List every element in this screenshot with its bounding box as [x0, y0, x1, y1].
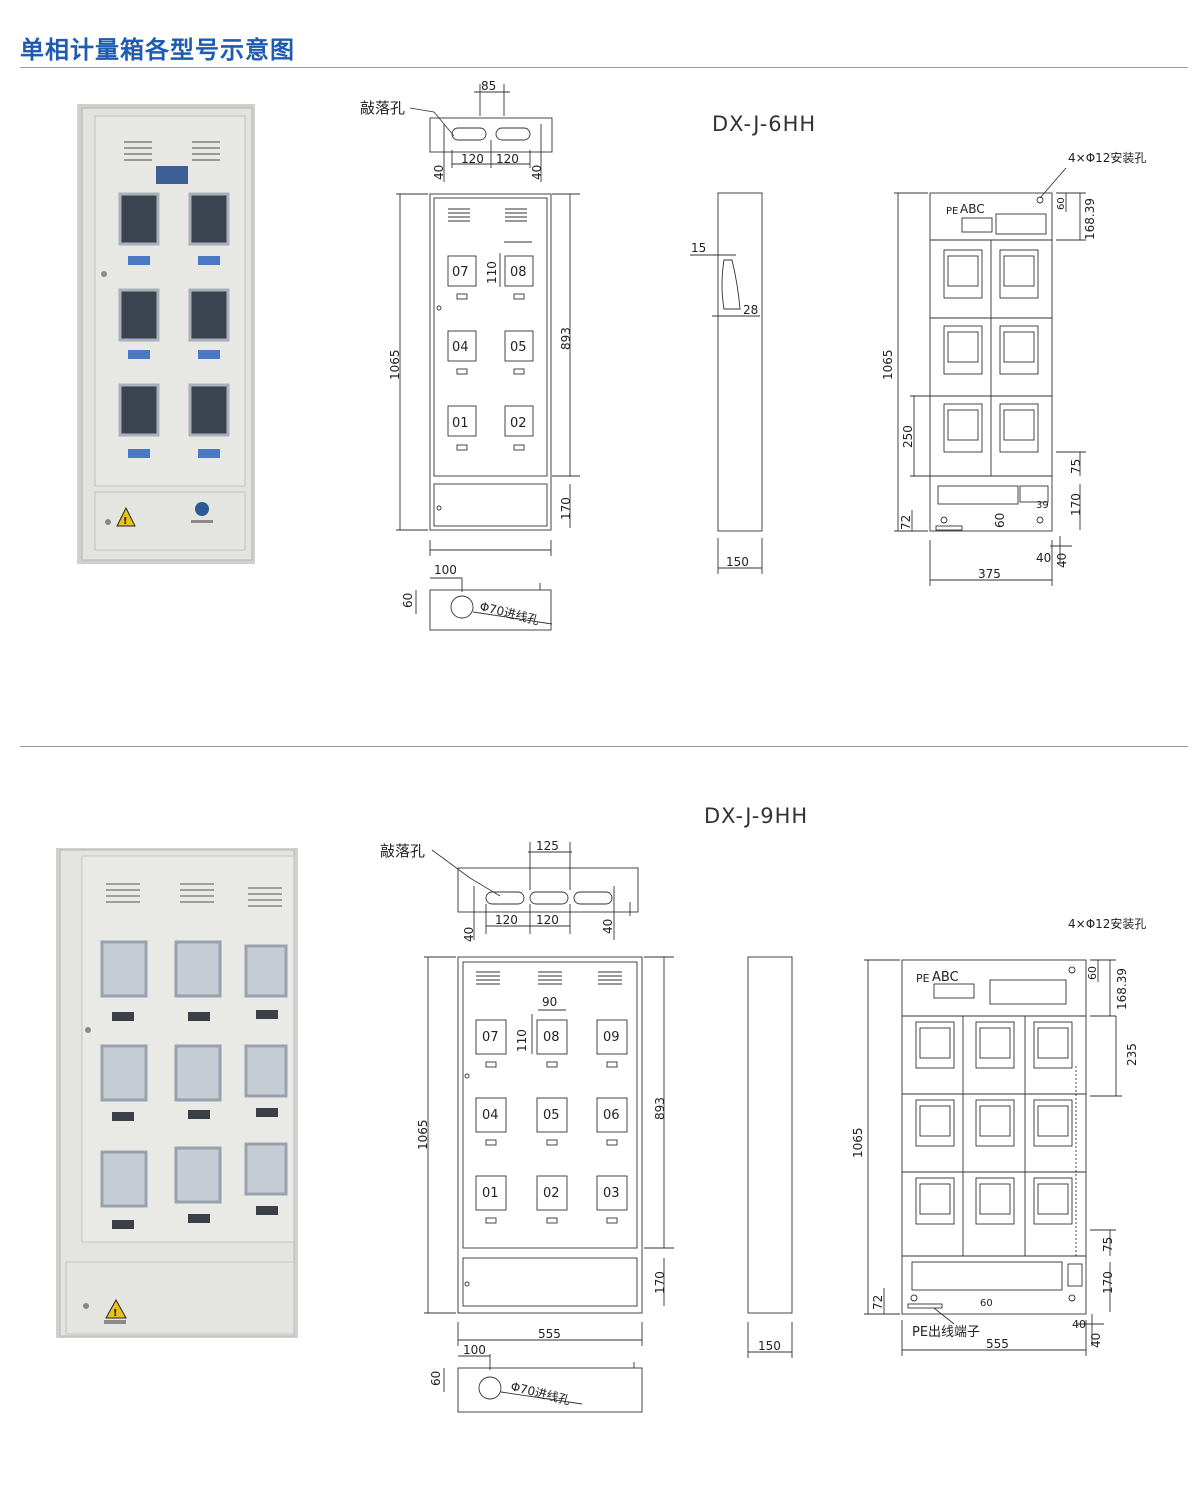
dim-235-9hh: 235 — [1125, 1043, 1139, 1066]
dim-60-bottom-9hh: 60 — [980, 1298, 993, 1309]
meter-04-9hh: 04 — [482, 1108, 499, 1123]
cabinet-photo-6hh: ! — [77, 104, 255, 564]
dim-28-side-6hh: 28 — [743, 303, 758, 317]
meter-08-9hh: 08 — [543, 1030, 560, 1045]
dim-150-side-9hh: 150 — [758, 1339, 781, 1353]
mount-holes-label-9hh: 4×Φ12安装孔 — [1068, 916, 1146, 931]
meter-03-9hh: 03 — [603, 1186, 620, 1201]
section-divider — [20, 746, 1188, 747]
dim-1065-front-6hh: 1065 — [388, 349, 402, 380]
dim-60-bottom-view-6hh: 60 — [401, 593, 415, 608]
meter-04-6hh: 04 — [452, 340, 469, 355]
dim-72-9hh: 72 — [871, 1295, 885, 1310]
phase-label-6hh: ABC — [960, 202, 985, 216]
meter-01-9hh: 01 — [482, 1186, 499, 1201]
dim-40-right-9hh: 40 — [601, 919, 615, 934]
dim-893-9hh: 893 — [653, 1097, 667, 1120]
dim-40-right: 40 — [530, 165, 544, 180]
dim-60-bottom-view-9hh: 60 — [429, 1371, 443, 1386]
meter-02-6hh: 02 — [510, 416, 527, 431]
dim-250-6hh: 250 — [901, 425, 915, 448]
dim-1065-wiring-6hh: 1065 — [881, 349, 895, 380]
dim-40-b-6hh: 40 — [1055, 553, 1069, 568]
knockout-label-6hh: 敲落孔 — [360, 99, 405, 117]
inlet-hole-label-6hh: Φ70进线孔 — [478, 599, 540, 627]
dim-75-6hh: 75 — [1069, 459, 1083, 474]
dim-375-6hh: 375 — [978, 567, 1001, 581]
meter-05-6hh: 05 — [510, 340, 527, 355]
dim-39-6hh: 39 — [1036, 500, 1049, 511]
meter-07-6hh: 07 — [452, 265, 469, 280]
meter-02-9hh: 02 — [543, 1186, 560, 1201]
meter-05-9hh: 05 — [543, 1108, 560, 1123]
dim-72-6hh: 72 — [899, 515, 913, 530]
svg-text:!: ! — [123, 516, 128, 527]
dim-893-6hh: 893 — [559, 327, 573, 350]
dim-100-9hh: 100 — [463, 1343, 486, 1357]
phase-label-9hh: ABC — [932, 970, 959, 985]
dim-120-left: 120 — [461, 152, 484, 166]
dim-170-wiring-9hh: 170 — [1101, 1271, 1115, 1294]
dim-170-front-6hh: 170 — [559, 497, 573, 520]
section-9hh-drawing: ! 敲落孔 125 120 120 40 40 — [56, 839, 1146, 1413]
dim-60-bottom-6hh: 60 — [993, 513, 1007, 528]
svg-text:!: ! — [113, 1308, 118, 1319]
dim-110-6hh: 110 — [485, 261, 499, 284]
dim-40-b-9hh: 40 — [1089, 1333, 1103, 1348]
dim-90-9hh: 90 — [542, 995, 557, 1009]
meter-08-6hh: 08 — [510, 265, 527, 280]
warning-triangle-icon: ! — [105, 1298, 127, 1319]
dim-60-top-6hh: 60 — [1056, 197, 1067, 210]
meter-09-9hh: 09 — [603, 1030, 620, 1045]
dim-100-6hh: 100 — [434, 563, 457, 577]
dim-60-top-9hh: 60 — [1086, 966, 1099, 980]
grid-company-logo-icon — [191, 502, 213, 523]
dim-555-front-9hh: 555 — [538, 1327, 561, 1341]
dim-40-a-9hh: 40 — [1072, 1318, 1086, 1331]
knockout-label-9hh: 敲落孔 — [380, 842, 425, 860]
dim-170-front-9hh: 170 — [653, 1271, 667, 1294]
warning-triangle-icon: ! — [116, 506, 136, 527]
dim-top-125: 125 — [536, 839, 559, 853]
pe-label-9hh: PE — [916, 972, 930, 985]
section-6hh-drawing: ! 敲落孔 85 120 120 40 40 — [77, 79, 1146, 631]
meter-01-6hh: 01 — [452, 416, 469, 431]
cabinet-photo-9hh: ! — [56, 848, 298, 1338]
dim-40-left-9hh: 40 — [462, 927, 476, 942]
pe-label-6hh: PE — [946, 206, 958, 217]
dim-120-left-9hh: 120 — [495, 913, 518, 927]
dim-110-9hh: 110 — [515, 1029, 529, 1052]
mount-holes-label-6hh: 4×Φ12安装孔 — [1068, 150, 1146, 165]
dim-1065-front-9hh: 1065 — [416, 1119, 430, 1150]
page-title: 单相计量箱各型号示意图 — [20, 36, 295, 64]
dim-170-wiring-6hh: 170 — [1069, 493, 1083, 516]
dim-40-a-6hh: 40 — [1036, 551, 1051, 565]
pe-terminal-label-9hh: PE出线端子 — [912, 1325, 980, 1340]
dim-120-right: 120 — [496, 152, 519, 166]
dim-75-9hh: 75 — [1101, 1237, 1115, 1252]
dim-top-85: 85 — [481, 79, 496, 93]
model-name-9hh: DX-J-9HH — [704, 804, 809, 828]
model-name-6hh: DX-J-6HH — [712, 112, 817, 136]
dim-1065-wiring-9hh: 1065 — [851, 1127, 865, 1158]
meter-07-9hh: 07 — [482, 1030, 499, 1045]
meter-06-9hh: 06 — [603, 1108, 620, 1123]
title-divider — [20, 67, 1188, 68]
dim-555-wiring-9hh: 555 — [986, 1337, 1009, 1351]
dim-168-39-6hh: 168.39 — [1083, 198, 1097, 240]
dim-120-right-9hh: 120 — [536, 913, 559, 927]
dim-15-side-6hh: 15 — [691, 241, 706, 255]
inlet-hole-label-9hh: Φ70进线孔 — [509, 1379, 571, 1407]
dim-168-39-9hh: 168.39 — [1115, 968, 1129, 1010]
dim-40-left: 40 — [432, 165, 446, 180]
dim-150-side-6hh: 150 — [726, 555, 749, 569]
